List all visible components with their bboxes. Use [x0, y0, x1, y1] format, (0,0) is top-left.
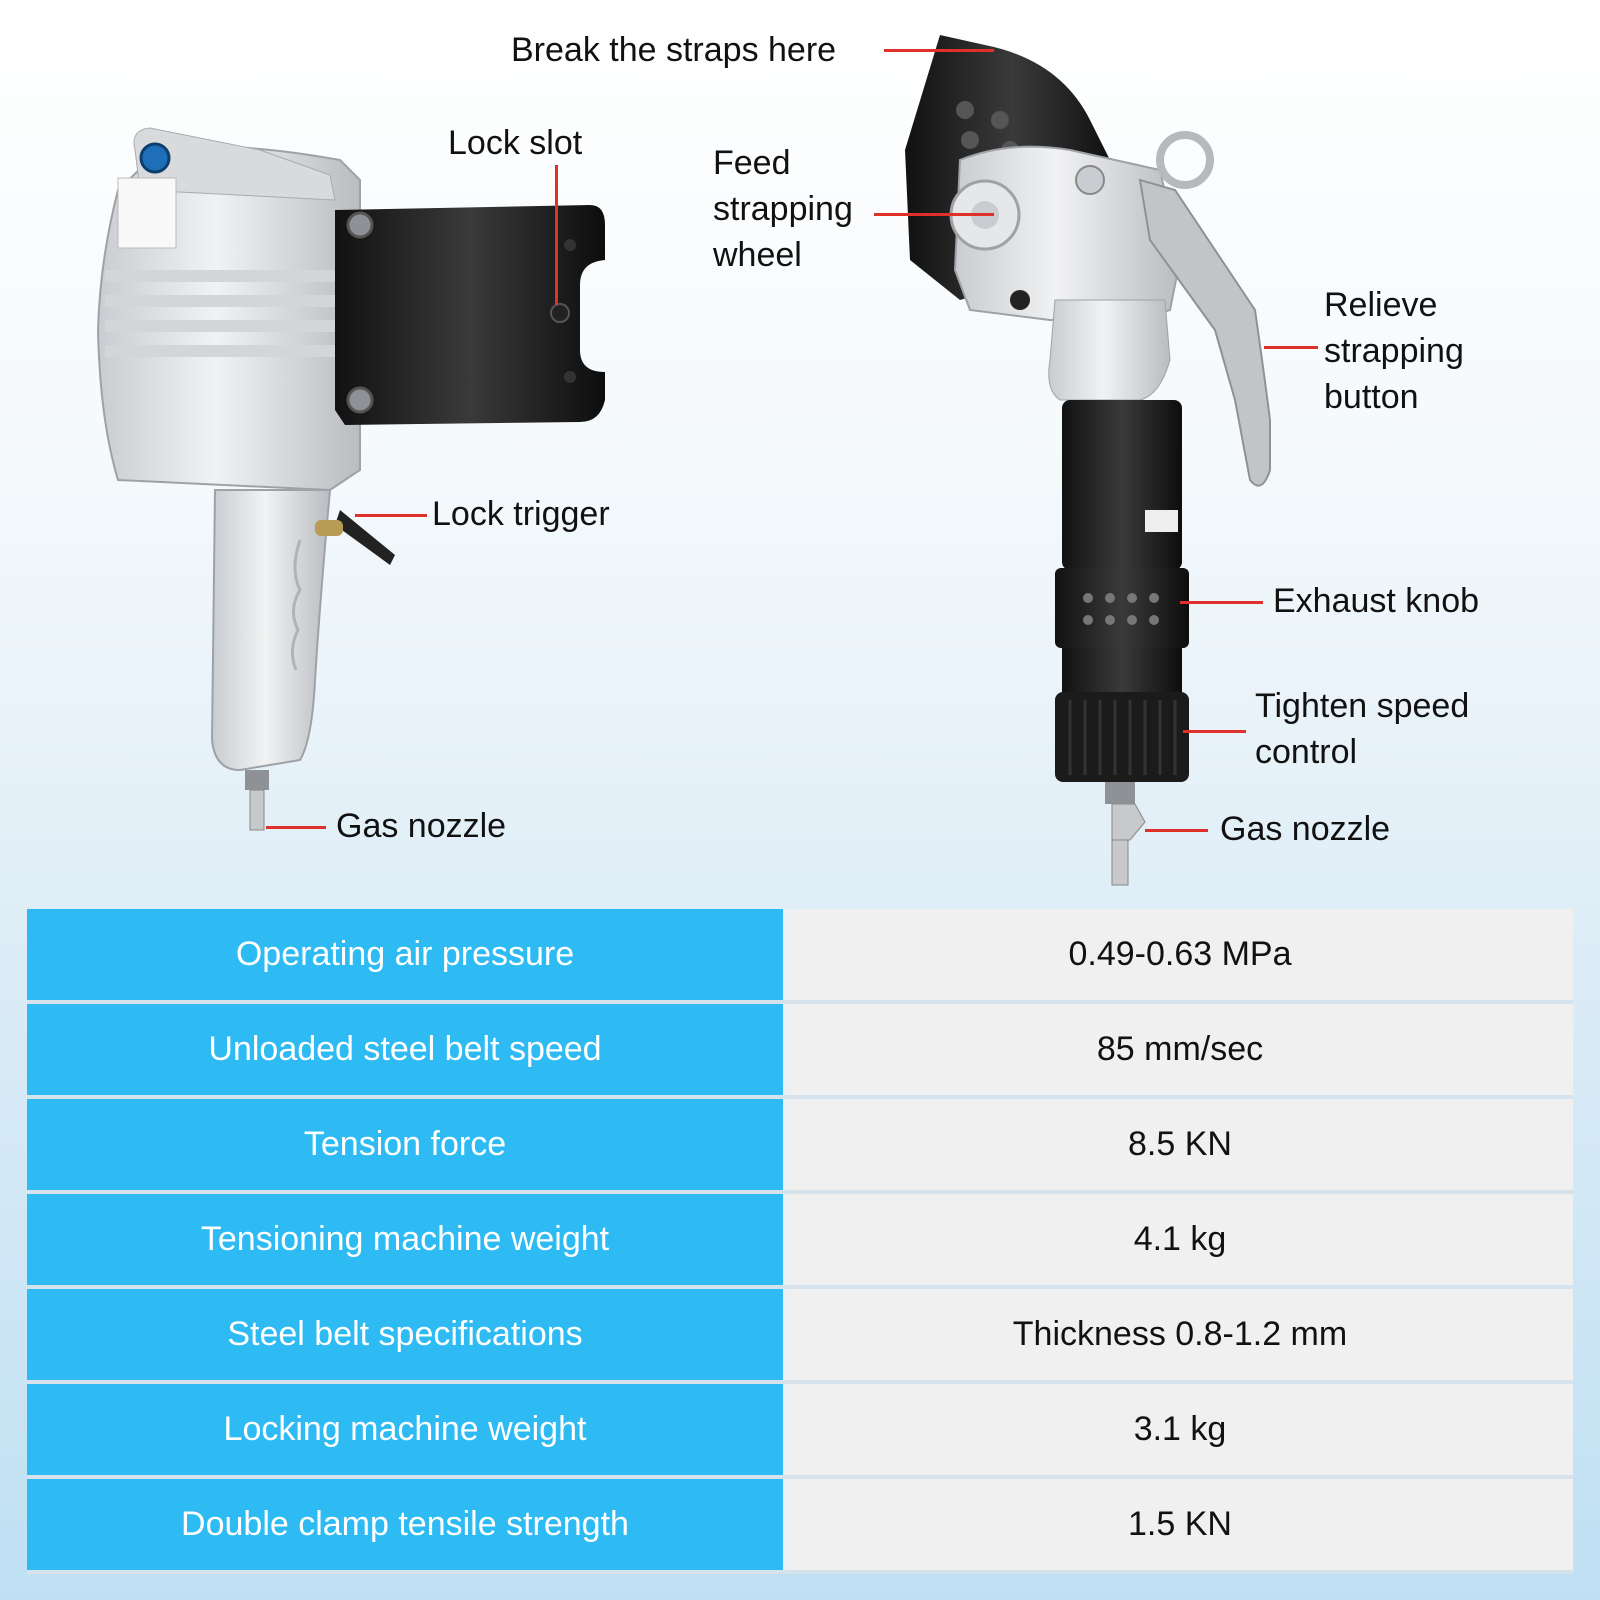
leader-lock-slot — [555, 165, 558, 305]
table-row: Tensioning machine weight 4.1 kg — [27, 1192, 1573, 1289]
leader-gas-nozzle-right — [1145, 829, 1208, 832]
callout-tighten-speed: Tighten speed control — [1255, 687, 1470, 771]
spec-value: 85 mm/sec — [785, 1002, 1573, 1099]
callout-lock-trigger: Lock trigger — [432, 495, 610, 533]
spec-label: Locking machine weight — [27, 1382, 787, 1479]
table-row: Steel belt specifications Thickness 0.8-… — [27, 1287, 1573, 1384]
spec-label: Tensioning machine weight — [27, 1192, 787, 1289]
leader-lock-trigger — [355, 514, 427, 517]
callout-feed-wheel: Feed strapping wheel — [713, 144, 853, 274]
spec-value: 4.1 kg — [785, 1192, 1573, 1289]
locking-machine — [96, 127, 605, 831]
spec-label: Tension force — [27, 1097, 787, 1194]
table-row: Locking machine weight 3.1 kg — [27, 1382, 1573, 1479]
table-row: Double clamp tensile strength 1.5 KN — [27, 1477, 1573, 1574]
callout-relieve-button: Relieve strapping button — [1324, 286, 1464, 416]
spec-value: 8.5 KN — [785, 1097, 1573, 1194]
spec-label: Double clamp tensile strength — [27, 1477, 787, 1574]
callout-gas-nozzle-right: Gas nozzle — [1220, 810, 1391, 848]
spec-value: Thickness 0.8-1.2 mm — [785, 1287, 1573, 1384]
spec-table: Operating air pressure 0.49-0.63 MPa Unl… — [27, 909, 1573, 1574]
spec-label: Steel belt specifications — [27, 1287, 787, 1384]
tensioning-machine — [905, 35, 1271, 886]
table-row: Tension force 8.5 KN — [27, 1097, 1573, 1194]
leader-feed-wheel — [874, 213, 994, 216]
table-row: Unloaded steel belt speed 85 mm/sec — [27, 1002, 1573, 1099]
spec-value: 1.5 KN — [785, 1477, 1573, 1574]
leader-gas-nozzle-left — [266, 826, 326, 829]
callout-lock-slot: Lock slot — [448, 124, 583, 162]
locking-machine-illustration — [96, 35, 1271, 886]
callout-gas-nozzle-left: Gas nozzle — [336, 807, 507, 845]
leader-tighten-speed — [1183, 730, 1246, 733]
leader-exhaust-knob — [1180, 601, 1263, 604]
table-row: Operating air pressure 0.49-0.63 MPa — [27, 909, 1573, 1004]
spec-label: Operating air pressure — [27, 909, 787, 1004]
callout-break-straps: Break the straps here — [511, 31, 837, 69]
leader-break-straps — [884, 49, 994, 52]
spec-value: 3.1 kg — [785, 1382, 1573, 1479]
leader-relieve-button — [1264, 346, 1318, 349]
spec-value: 0.49-0.63 MPa — [785, 909, 1573, 1004]
spec-label: Unloaded steel belt speed — [27, 1002, 787, 1099]
product-diagram: Break the straps here Lock slot Feed str… — [96, 31, 1480, 886]
callout-exhaust-knob: Exhaust knob — [1273, 582, 1480, 620]
